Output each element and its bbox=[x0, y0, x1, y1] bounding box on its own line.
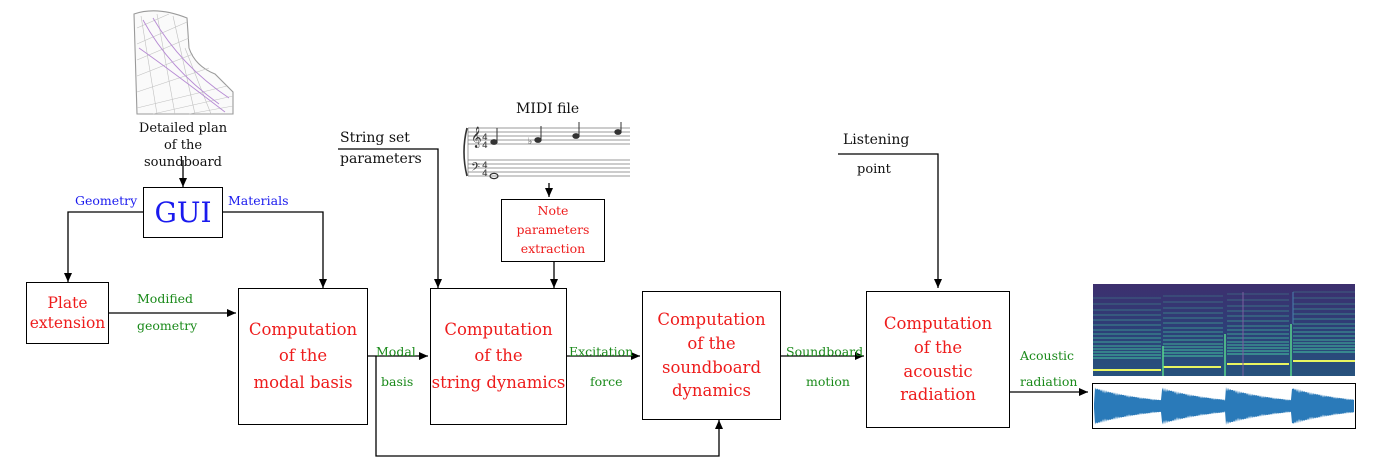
excitation-label: Excitation bbox=[569, 344, 634, 359]
string-dynamics-block: Computation of the string dynamics bbox=[430, 288, 567, 425]
soundboard-label: Soundboard bbox=[786, 344, 864, 359]
listening-label: Listening bbox=[843, 132, 910, 148]
point-label: point bbox=[857, 162, 891, 177]
string-set-label: String set parameters bbox=[340, 130, 422, 167]
arrow-modal-to-soundboard bbox=[375, 356, 723, 457]
svg-text:4: 4 bbox=[482, 169, 488, 179]
soundboard-dynamics-block: Computation of the soundboard dynamics bbox=[642, 291, 781, 420]
soundboard-plan-label: Detailed plan of the soundboard bbox=[138, 121, 228, 171]
svg-text:4: 4 bbox=[482, 161, 488, 171]
materials-label: Materials bbox=[228, 193, 289, 208]
modal-label: Modal bbox=[376, 344, 416, 359]
arrow-listening-to-radiation bbox=[838, 153, 942, 288]
acoustic-label: Acoustic bbox=[1020, 348, 1075, 363]
arrow-stringset-to-string bbox=[338, 148, 442, 288]
gui-block: GUI bbox=[143, 187, 223, 238]
svg-text:4: 4 bbox=[482, 133, 488, 143]
geometry-out-label: geometry bbox=[137, 318, 198, 333]
spectrogram-image bbox=[1093, 284, 1355, 376]
piano-soundboard-sketch-icon bbox=[133, 10, 234, 115]
basis-label: basis bbox=[381, 374, 414, 389]
music-score-icon: 𝄞 𝄢 4 4 4 4 ♭ bbox=[463, 122, 630, 180]
svg-text:4: 4 bbox=[482, 141, 488, 151]
svg-text:𝄞: 𝄞 bbox=[471, 127, 482, 148]
motion-label: motion bbox=[806, 374, 850, 389]
acoustic-radiation-block: Computation of the acoustic radiation bbox=[866, 291, 1010, 428]
modal-basis-block: Computation of the modal basis bbox=[238, 288, 368, 425]
svg-text:♭: ♭ bbox=[528, 137, 532, 147]
geometry-label: Geometry bbox=[75, 193, 138, 208]
midi-file-label: MIDI file bbox=[516, 101, 580, 117]
arrow-gui-to-plate bbox=[64, 211, 143, 282]
arrow-gui-to-modal bbox=[223, 211, 327, 288]
radiation-label: radiation bbox=[1020, 374, 1078, 389]
waveform-image bbox=[1092, 383, 1356, 429]
note-extraction-block: Note parameters extraction bbox=[501, 199, 605, 262]
modified-label: Modified bbox=[137, 291, 194, 306]
force-label: force bbox=[590, 374, 623, 389]
svg-text:𝄢: 𝄢 bbox=[471, 161, 480, 177]
plate-extension-block: Plate extension bbox=[26, 282, 109, 344]
